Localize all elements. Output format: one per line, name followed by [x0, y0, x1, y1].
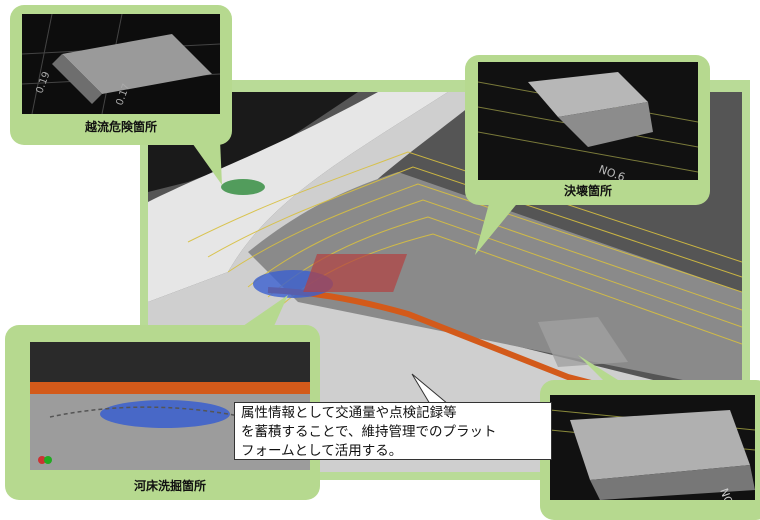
callout-scour-pointer — [230, 295, 288, 335]
explanation-note: 属性情報として交通量や点検記録等 を蓄積することで、維持管理でのプラット フォー… — [234, 402, 552, 460]
label-overflow: 越流危険箇所 — [84, 120, 157, 134]
note-pointer — [411, 373, 450, 405]
inset-overflow-view: 0.19 0.17 — [22, 14, 220, 114]
inset-road-view: NO.3 — [550, 395, 755, 500]
svg-text:NO.6: NO.6 — [597, 163, 627, 180]
note-line-3: フォームとして活用する。 — [241, 443, 403, 459]
label-scour: 河床洗掘箇所 — [133, 479, 206, 493]
label-breach: 決壊箇所 — [563, 184, 612, 198]
callout-road-pointer — [578, 355, 626, 385]
callout-breach-pointer — [475, 200, 520, 255]
note-line-1: 属性情報として交通量や点検記録等 — [241, 405, 457, 421]
note-line-2: を蓄積することで、維持管理でのプラット — [241, 424, 497, 440]
inset-breach-view: NO.6 — [478, 62, 698, 180]
callout-overflow-pointer — [190, 140, 222, 185]
